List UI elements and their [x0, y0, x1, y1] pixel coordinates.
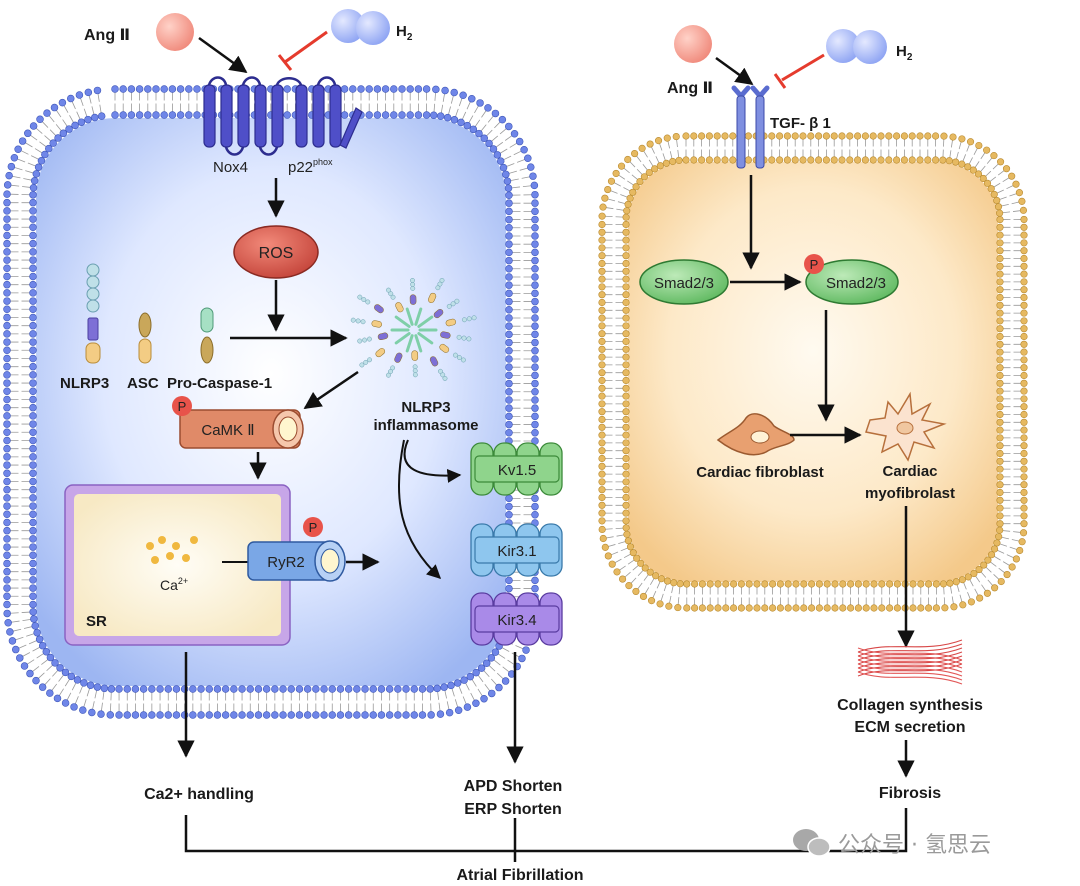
sr-label: SR — [86, 613, 107, 630]
inflammasome-complex-icon — [350, 277, 477, 381]
atrial-fibrillation-label: Atrial Fibrillation — [456, 867, 583, 884]
ca-handling-label: Ca2+ handling — [144, 786, 254, 803]
p-badge-camkii — [172, 396, 192, 416]
p22phox-label: p22phox — [288, 157, 333, 176]
h2-molecule-icon-right — [826, 29, 860, 63]
ryr2-label: RyR2 — [267, 554, 305, 571]
angii-ligand-icon — [156, 13, 194, 51]
watermark: 公众号 · 氢思云 — [793, 829, 991, 858]
pro-caspase-label: Pro-Caspase-1 — [167, 375, 272, 392]
angii-ligand-icon-right — [674, 25, 712, 63]
ryr2-channel — [247, 540, 346, 582]
myofibroblast-label-line1: Cardiac — [882, 463, 937, 480]
collagen-fibers-icon — [857, 639, 963, 685]
calcium-ions-icon — [146, 536, 198, 564]
myofibroblast-label-line2: myofibrolast — [865, 485, 955, 502]
left-cell-membrane — [3, 85, 539, 719]
fibrosis-label: Fibrosis — [879, 785, 941, 802]
cardiac-fibroblast-icon — [716, 413, 795, 456]
nlrp3-protein-icon — [85, 263, 101, 364]
myofibroblast-icon — [865, 391, 947, 462]
erp-shorten-label: ERP Shorten — [464, 801, 562, 818]
tgf-beta-receptor-icon — [731, 85, 770, 169]
camkii-node — [179, 409, 304, 449]
kir34-label: Kir3.4 — [497, 612, 536, 629]
svg-text:P: P — [810, 257, 819, 272]
convergence-bracket — [184, 808, 908, 853]
p-badge-ryr2 — [303, 517, 323, 537]
tgf-beta-label: TGF- β 1 — [770, 115, 831, 132]
angii-label-right: Ang Ⅱ — [667, 80, 713, 97]
pro-caspase-icon — [200, 307, 214, 364]
asc-protein-icon — [138, 312, 152, 364]
collagen-label-line1: Collagen synthesis — [837, 697, 983, 714]
calcium-label: Ca2+ — [160, 576, 188, 593]
nox4-label: Nox4 — [213, 159, 248, 176]
ros-node — [233, 225, 319, 279]
kir31-channel — [470, 523, 563, 577]
inflammasome-label-line1: NLRP3 — [401, 399, 450, 416]
inflammasome-label-line2: inflammasome — [373, 417, 478, 434]
angii-label-left: Ang Ⅱ — [84, 27, 130, 44]
svg-text:P: P — [309, 520, 318, 535]
watermark-text: 公众号 · 氢思云 — [838, 833, 991, 858]
kir31-label: Kir3.1 — [497, 543, 536, 560]
sr-lumen — [74, 494, 281, 636]
nox4-p22phox-complex — [203, 76, 363, 156]
apd-shorten-label: APD Shorten — [464, 778, 563, 795]
asc-label: ASC — [127, 375, 159, 392]
h2-molecule-icon — [331, 9, 365, 43]
p-badge-smad — [804, 254, 824, 274]
svg-text:P: P — [178, 399, 187, 414]
collagen-label-line2: ECM secretion — [854, 719, 965, 736]
smad-label: Smad2/3 — [654, 275, 714, 292]
kir34-channel — [470, 592, 563, 646]
h2-inhibit-bar — [277, 54, 293, 71]
camkii-label: CaMK Ⅱ — [201, 422, 254, 439]
kv15-label: Kv1.5 — [498, 462, 536, 479]
h2-label-left: H2 — [396, 23, 413, 43]
smad-node — [639, 259, 729, 305]
p-smad-node — [805, 259, 899, 305]
right-cell — [598, 132, 1028, 612]
kv15-channel — [470, 442, 563, 496]
ros-label: ROS — [259, 245, 294, 262]
p-smad-label: Smad2/3 — [826, 275, 886, 292]
angii-arrow — [198, 36, 248, 74]
nlrp3-label: NLRP3 — [60, 375, 109, 392]
right-cell-body — [628, 162, 998, 582]
h2-inhibit-line — [284, 30, 328, 64]
h2-label-right: H2 — [896, 43, 913, 63]
fibroblast-label: Cardiac fibroblast — [696, 464, 824, 481]
wechat-icon — [793, 829, 831, 857]
